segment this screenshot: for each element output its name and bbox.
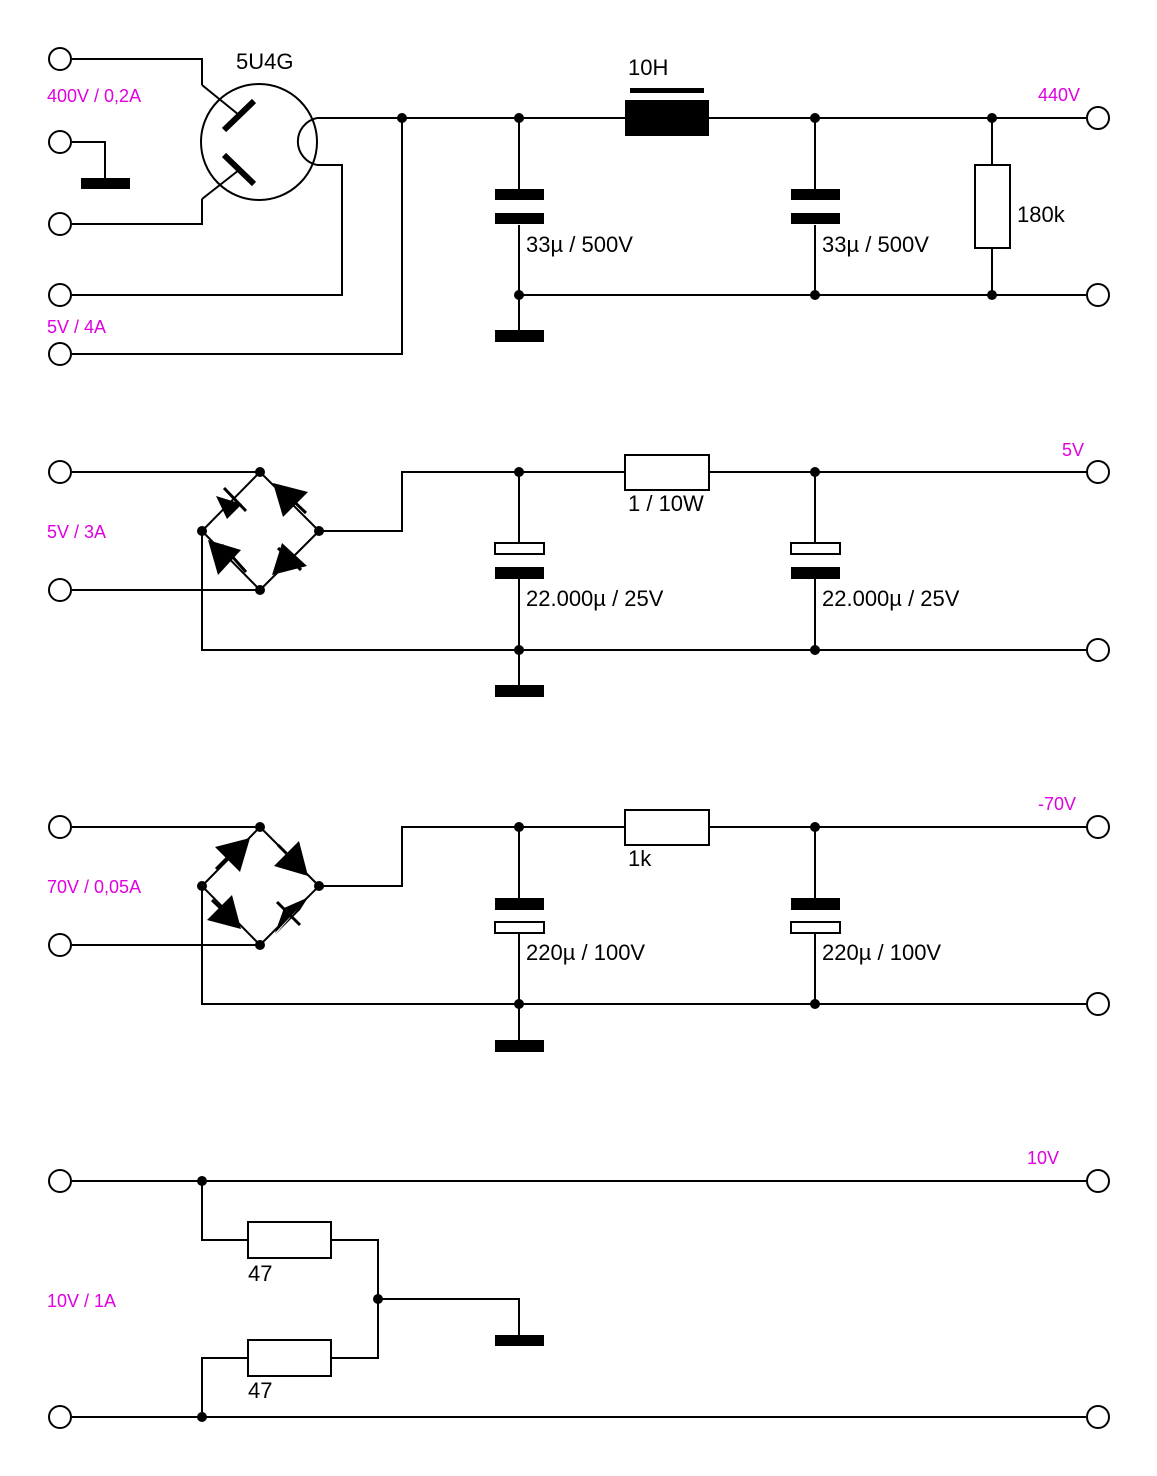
resistor-bleeder xyxy=(974,164,1011,249)
cap2-label: 22.000µ / 25V xyxy=(822,586,960,611)
terminal xyxy=(1086,460,1110,484)
input-filament-label: 5V / 4A xyxy=(47,317,106,337)
terminal xyxy=(48,933,72,957)
section-hv-supply: 5U4G 400V / 0,2A 5V / 4A 10H 33µ / 500V … xyxy=(47,47,1110,366)
terminal xyxy=(48,283,72,307)
terminal xyxy=(1086,106,1110,130)
cap1-label: 220µ / 100V xyxy=(526,940,645,965)
choke-10h xyxy=(625,88,709,136)
resistor2-label: 47 xyxy=(248,1378,272,1403)
terminal xyxy=(48,578,72,602)
capacitor-c2 xyxy=(791,189,840,224)
cap1-label: 33µ / 500V xyxy=(526,232,633,257)
terminal xyxy=(48,1169,72,1193)
terminal xyxy=(48,815,72,839)
tube-label: 5U4G xyxy=(236,49,293,74)
terminal xyxy=(1086,1169,1110,1193)
input-label: 5V / 3A xyxy=(47,522,106,542)
resistor-1ohm xyxy=(624,454,710,491)
terminal xyxy=(1086,283,1110,307)
terminal xyxy=(1086,638,1110,662)
section-5v-supply: 5V / 3A 1 / 10W 22.000µ / 25V 22.000µ / … xyxy=(47,440,1110,697)
terminal xyxy=(48,130,72,154)
capacitor-c1 xyxy=(495,189,544,224)
ground-symbol xyxy=(81,178,130,189)
bridge-rectifier xyxy=(201,471,320,591)
capacitor-c4 xyxy=(790,542,841,579)
terminal xyxy=(1086,992,1110,1016)
resistor-label: 1k xyxy=(628,846,652,871)
ground-symbol xyxy=(495,330,544,342)
capacitor-c3 xyxy=(494,542,545,579)
terminal xyxy=(48,47,72,71)
resistor-47-bottom xyxy=(247,1339,332,1377)
ground-symbol xyxy=(495,1335,544,1346)
terminal xyxy=(48,1405,72,1429)
output-label: 440V xyxy=(1038,85,1080,105)
terminal xyxy=(48,342,72,366)
resistor-47-top xyxy=(247,1221,332,1259)
section-neg70v-supply: 70V / 0,05A 1k 220µ / 100V 220µ / 100V -… xyxy=(47,794,1110,1052)
rectifier-tube-5u4g xyxy=(200,83,318,201)
output-label: 5V xyxy=(1062,440,1084,460)
resistor1-label: 47 xyxy=(248,1261,272,1286)
cap2-label: 220µ / 100V xyxy=(822,940,941,965)
input-label: 70V / 0,05A xyxy=(47,877,141,897)
cap2-label: 33µ / 500V xyxy=(822,232,929,257)
terminal xyxy=(1086,815,1110,839)
resistor-1k xyxy=(624,809,710,846)
input-hv-label: 400V / 0,2A xyxy=(47,86,141,106)
terminal xyxy=(48,460,72,484)
capacitor-c5 xyxy=(494,898,545,934)
terminal xyxy=(1086,1405,1110,1429)
section-10v-supply: 10V / 1A 47 47 10V xyxy=(47,1148,1110,1429)
resistor-label: 1 / 10W xyxy=(628,491,704,516)
input-label: 10V / 1A xyxy=(47,1291,116,1311)
capacitor-c6 xyxy=(790,898,841,934)
bleeder-label: 180k xyxy=(1017,202,1066,227)
ground-symbol xyxy=(495,685,544,697)
choke-label: 10H xyxy=(628,55,668,80)
output-label: 10V xyxy=(1027,1148,1059,1168)
output-label: -70V xyxy=(1038,794,1076,814)
ground-symbol xyxy=(495,1040,544,1052)
cap1-label: 22.000µ / 25V xyxy=(526,586,664,611)
terminal xyxy=(48,212,72,236)
bridge-rectifier xyxy=(201,826,320,946)
